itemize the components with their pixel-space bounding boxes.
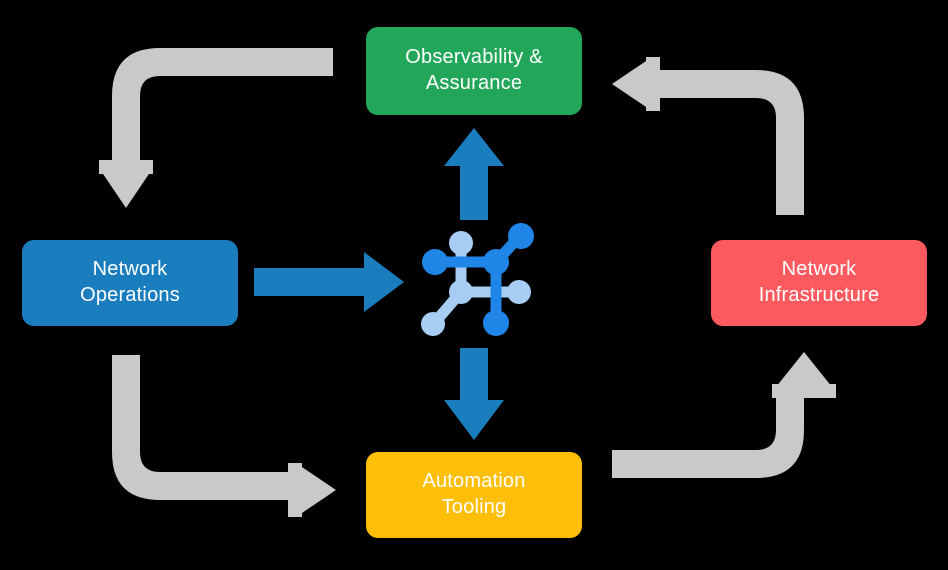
node-label-automation-tooling: Automation Tooling xyxy=(422,470,526,518)
node-observability-assurance[interactable]: Observability & Assurance xyxy=(366,27,582,115)
connector-ops-to-center xyxy=(254,252,404,312)
connector-ops-to-automation xyxy=(112,355,336,517)
connector-center-to-automation xyxy=(444,348,504,440)
connector-infrastructure-to-observability xyxy=(612,57,804,215)
connector-observability-to-ops xyxy=(99,48,333,208)
connector-center-to-observability xyxy=(444,128,504,220)
network-icon-nodes xyxy=(421,223,534,336)
node-label-network-operations: Network Operations xyxy=(80,258,180,306)
node-automation-tooling[interactable]: Automation Tooling xyxy=(366,452,582,538)
node-network-infrastructure[interactable]: Network Infrastructure xyxy=(711,240,927,326)
node-network-operations[interactable]: Network Operations xyxy=(22,240,238,326)
network-icon-links xyxy=(431,233,524,325)
node-label-observability-assurance: Observability & Assurance xyxy=(405,46,543,94)
node-label-network-infrastructure: Network Infrastructure xyxy=(758,258,880,306)
connector-automation-to-infrastructure xyxy=(612,352,836,478)
